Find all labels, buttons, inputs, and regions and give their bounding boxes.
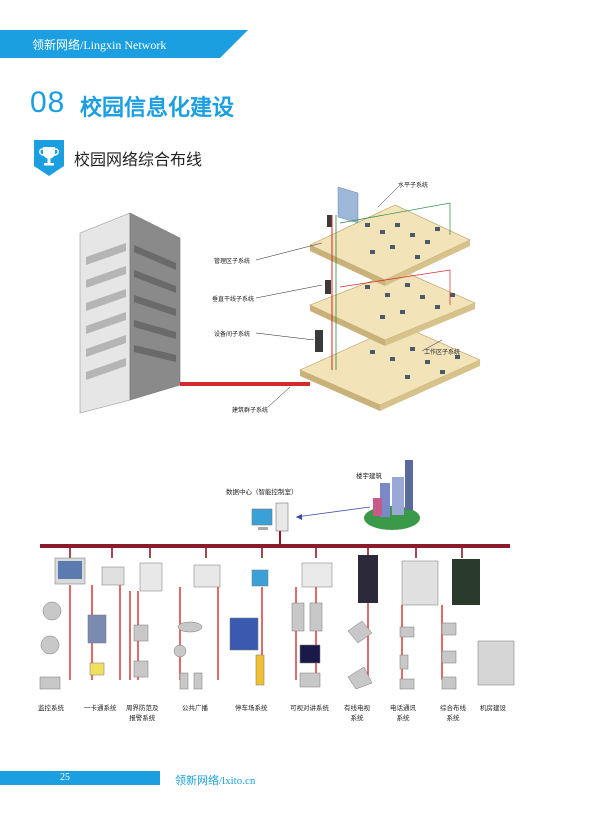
label-admin-subsystem: 管理区子系统 — [214, 258, 251, 265]
rack-floor-3 — [327, 215, 332, 227]
caption-perimeter-alarm: 周界防范及 报警系统 — [126, 704, 159, 722]
system-bus — [40, 544, 510, 548]
label-horizontal-subsystem: 水平子系统 — [398, 182, 429, 189]
section-title: 校园信息化建设 — [80, 96, 235, 121]
label-building: 楼宇建筑 — [356, 472, 382, 480]
caption-video-intercom: 可视对讲系统 — [290, 704, 329, 712]
section-subtitle: 校园网络综合布线 — [74, 150, 203, 169]
rack-equipment-room — [315, 330, 323, 352]
trophy-icon — [34, 140, 64, 176]
caption-cable-tv: 有线电视 系统 — [344, 704, 370, 722]
page-number: 25 — [60, 772, 70, 783]
systems-diagram — [39, 460, 515, 690]
caption-telephone: 电话通讯 系统 — [390, 704, 416, 722]
caption-parking: 停车场系统 — [235, 704, 268, 712]
label-work-area-subsystem: 工作区子系统 — [424, 349, 461, 356]
caption-card-system: 一卡通系统 — [84, 704, 117, 712]
label-campus-subsystem: 建筑群子系统 — [232, 407, 269, 414]
computer-illustration — [251, 502, 289, 532]
header-band-tip — [220, 30, 248, 58]
footer-site: 领新网络/lxito.cn — [175, 775, 256, 787]
rack-floor-2 — [325, 280, 331, 294]
campus-backbone-cable — [180, 382, 310, 386]
caption-cabling: 综合布线 系统 — [440, 704, 466, 722]
cabling-diagram — [79, 186, 481, 414]
building-cluster-illustration — [364, 460, 420, 530]
floor-plates — [299, 186, 481, 411]
label-vertical-subsystem: 垂直干线子系统 — [212, 296, 255, 303]
label-data-center: 数据中心（智能控制室） — [226, 488, 298, 496]
section-number: 08 — [30, 86, 66, 119]
caption-surveillance: 监控系统 — [38, 704, 64, 712]
caption-server-room: 机房建设 — [480, 704, 506, 712]
header-title: 领新网络/Lingxin Network — [32, 38, 167, 52]
footer-bar — [0, 771, 160, 785]
header-band — [0, 30, 220, 58]
office-building-illustration — [79, 212, 181, 414]
caption-public-broadcast: 公共广播 — [182, 704, 208, 712]
label-equipment-subsystem: 设备间子系统 — [214, 331, 251, 338]
